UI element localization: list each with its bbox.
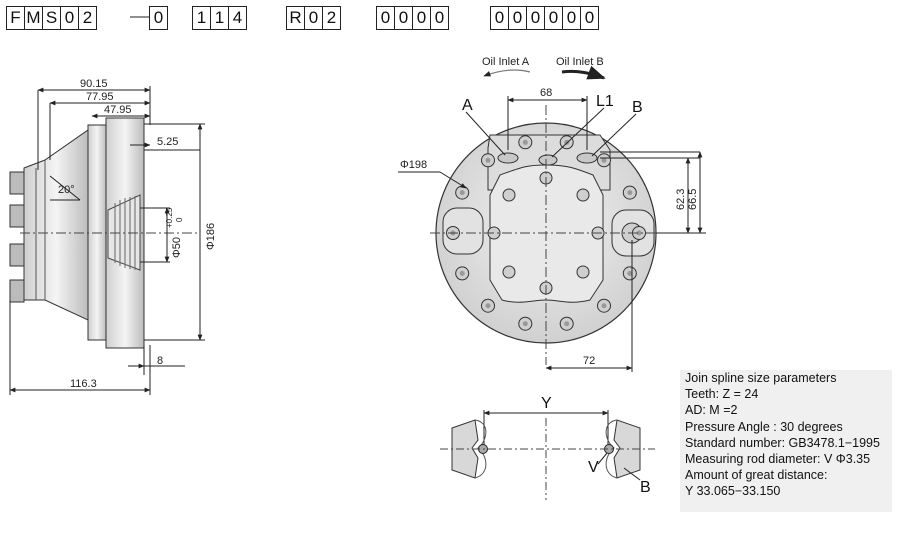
note-line: Pressure Angle : 30 degrees: [685, 419, 843, 434]
rear-housing: [23, 129, 89, 321]
dim-77-95: 77.95: [86, 91, 114, 103]
oil-inlet-b-label: Oil Inlet B: [556, 56, 604, 68]
outer-bolt-center: [601, 157, 607, 163]
code-char: 0: [509, 7, 527, 29]
dim-68: 68: [540, 87, 552, 99]
code-char: 0: [395, 7, 413, 29]
outer-bolt-center: [522, 139, 528, 145]
side-bolt: [9, 204, 25, 228]
code-char: 0: [61, 7, 79, 29]
outer-bolt-center: [459, 190, 465, 196]
port-b-label: B: [632, 99, 643, 116]
inner-bolt: [502, 188, 516, 202]
outer-bolt-center: [564, 139, 570, 145]
note-line: Y 33.065−33.150: [685, 484, 781, 499]
side-bolt: [9, 171, 25, 195]
side-bolt: [9, 279, 25, 303]
code-char: 0: [563, 7, 581, 29]
code-char: 0: [153, 8, 164, 27]
dim-5-25: 5.25: [157, 136, 178, 148]
note-line: AD: M =2: [685, 403, 738, 418]
spline-b-label: B: [640, 479, 651, 496]
dim-pcd: Φ198: [400, 159, 427, 171]
note-line: Join spline size parameters: [685, 371, 837, 385]
lug-left: [442, 207, 484, 255]
outer-bolt-center: [627, 190, 633, 196]
note-line: Standard number: GB3478.1−1995: [685, 435, 880, 450]
dim-116-3: 116.3: [70, 378, 97, 390]
dim-angle: 20°: [58, 184, 75, 196]
port-a-label: A: [462, 97, 473, 114]
dim-bore-tol-lower: 0: [175, 217, 184, 222]
dim-90-15: 90.15: [80, 78, 108, 90]
code-char: F: [7, 7, 25, 29]
code-char: 0: [545, 7, 563, 29]
outer-bolt-center: [459, 270, 465, 276]
outer-bolt-center: [564, 321, 570, 327]
code-char: 0: [527, 7, 545, 29]
outer-bolt-ring: [446, 135, 646, 331]
code-group-2: 0: [149, 6, 168, 30]
code-char: 1: [211, 7, 229, 29]
note-line: Measuring rod diameter: V Φ3.35: [685, 452, 871, 467]
dim-72: 72: [583, 355, 595, 367]
code-char: 1: [193, 7, 211, 29]
oil-inlet-a-label: Oil Inlet A: [482, 56, 530, 68]
dim-bore: Φ50: [171, 237, 183, 258]
spline-segment-left: [451, 419, 479, 479]
outer-bolt-center: [627, 270, 633, 276]
code-char: 2: [326, 8, 337, 27]
code-char: 0: [305, 7, 323, 29]
dim-flange-dia: Φ186: [205, 223, 217, 250]
outer-bolt-center: [485, 303, 491, 309]
outer-bolt-center: [522, 321, 528, 327]
port-a: [497, 152, 519, 164]
side-bolt: [9, 243, 25, 267]
code-char: 0: [491, 7, 509, 29]
code-char: 0: [377, 7, 395, 29]
code-char: S: [43, 7, 61, 29]
outer-bolt-center: [485, 157, 491, 163]
spline-y-label: Y: [541, 395, 552, 412]
dim-66-5: 66.5: [687, 189, 699, 210]
front-view: Oil Inlet A Oil Inlet B A L1 B 68 Φ198 6…: [398, 56, 706, 372]
outer-bolt-center: [636, 230, 642, 236]
port-l1-label: L1: [596, 93, 614, 110]
spline-detail: Y V B: [440, 395, 655, 500]
inner-bolt: [576, 188, 590, 202]
oil-inlet-b-arrow: [561, 65, 606, 80]
code-char: 2: [82, 8, 93, 27]
oil-inlet-a-arrow: [483, 69, 531, 77]
side-view: 90.15 77.95 47.95 5.25 20° Φ50 +0.25 0 Φ…: [9, 78, 217, 395]
spline-parameters-note: Join spline size parameters Teeth: Z = 2…: [680, 370, 892, 512]
note-line: Teeth: Z = 24: [685, 387, 759, 402]
code-char: 0: [413, 7, 431, 29]
outer-bolt-center: [601, 303, 607, 309]
dim-62-3: 62.3: [675, 189, 687, 210]
code-char: M: [25, 7, 43, 29]
spline-v-label: V: [588, 459, 599, 476]
code-char: R: [287, 7, 305, 29]
code-char: 0: [584, 8, 595, 27]
dim-bore-tol-upper: +0.25: [165, 207, 174, 228]
code-char: 4: [232, 8, 243, 27]
inner-bolt: [502, 265, 516, 279]
code-char: 0: [434, 8, 445, 27]
inner-bolt: [576, 265, 590, 279]
port-l1: [538, 154, 558, 166]
dim-47-95: 47.95: [104, 104, 132, 116]
dim-8: 8: [157, 355, 163, 367]
note-line: Amount of great distance:: [685, 468, 828, 483]
